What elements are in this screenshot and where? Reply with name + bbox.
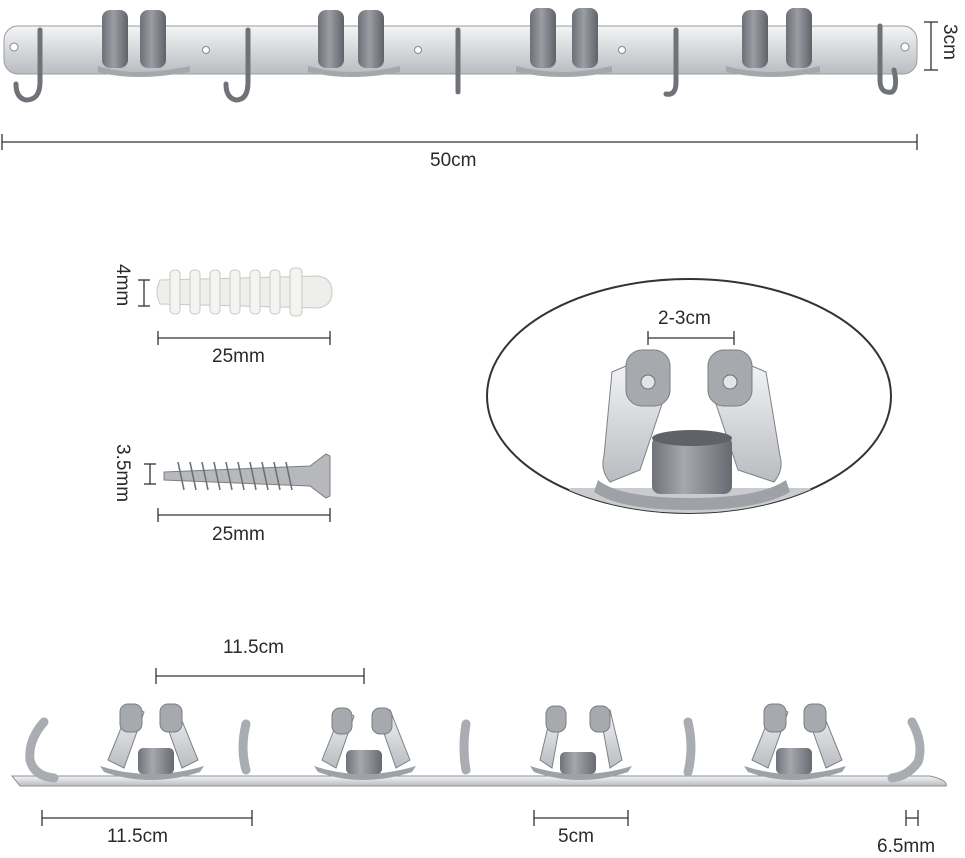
roller xyxy=(572,8,598,68)
clip-base xyxy=(98,66,190,77)
dim-lines-top xyxy=(1,21,938,150)
wall-anchor xyxy=(156,267,333,317)
top-hooks xyxy=(13,23,899,103)
side-rail-assembly xyxy=(10,703,947,787)
hook xyxy=(683,717,696,777)
mount-hole xyxy=(202,46,210,54)
hook xyxy=(459,719,471,775)
detail-center-cylinder xyxy=(652,436,732,494)
hook xyxy=(887,717,925,783)
detail-clip-base xyxy=(594,480,790,510)
roller xyxy=(742,10,768,68)
label-end-offset: 11.5cm xyxy=(107,826,168,847)
hook xyxy=(238,719,251,775)
roller xyxy=(102,10,128,68)
mount-hole xyxy=(9,42,19,52)
dim-lines-anchor xyxy=(138,279,331,345)
label-anchor-length: 25mm xyxy=(212,346,265,367)
hook xyxy=(13,27,43,103)
side-clip xyxy=(100,703,204,780)
dim-lines-screw xyxy=(144,463,331,522)
detail-rivet xyxy=(640,374,656,390)
label-rail-thickness: 6.5mm xyxy=(877,836,936,857)
roller xyxy=(140,10,166,68)
clip-base xyxy=(726,66,820,77)
side-clip xyxy=(314,707,416,780)
clip-base xyxy=(308,66,400,77)
screw xyxy=(163,453,331,499)
detail-rivet xyxy=(722,374,738,390)
hook xyxy=(223,27,251,103)
clip-detail-callout xyxy=(486,278,892,514)
hook xyxy=(25,717,59,783)
roller xyxy=(786,8,812,68)
side-rail-plate xyxy=(10,775,947,787)
mount-hole xyxy=(414,46,422,54)
dim-lines-grip xyxy=(647,331,735,345)
label-rail-length: 50cm xyxy=(430,150,477,171)
anchor-ribs xyxy=(169,267,303,317)
side-clip xyxy=(744,703,846,780)
screw-threads xyxy=(177,461,293,491)
hook xyxy=(877,23,899,95)
hook xyxy=(663,27,679,97)
side-clip xyxy=(530,705,632,780)
label-rail-height: 3cm xyxy=(939,24,960,60)
top-clips xyxy=(98,8,820,77)
label-grip-range: 2-3cm xyxy=(658,308,711,329)
top-rail-assembly xyxy=(3,8,918,103)
label-screw-length: 25mm xyxy=(212,524,265,545)
screw-shank xyxy=(163,453,331,499)
side-hooks xyxy=(25,717,925,783)
label-hook-gap: 5cm xyxy=(558,826,594,847)
mount-hole xyxy=(900,42,910,52)
roller xyxy=(358,10,384,68)
label-screw-diameter: 3.5mm xyxy=(112,444,133,503)
dim-lines-bottom xyxy=(41,668,919,826)
roller xyxy=(530,8,556,68)
label-anchor-diameter: 4mm xyxy=(112,264,133,307)
clip-base xyxy=(516,66,612,77)
roller xyxy=(318,10,344,68)
detail-cylinder-top xyxy=(652,430,732,446)
mount-hole xyxy=(618,46,626,54)
anchor-body xyxy=(156,275,333,309)
label-clip-spacing: 11.5cm xyxy=(223,637,284,658)
